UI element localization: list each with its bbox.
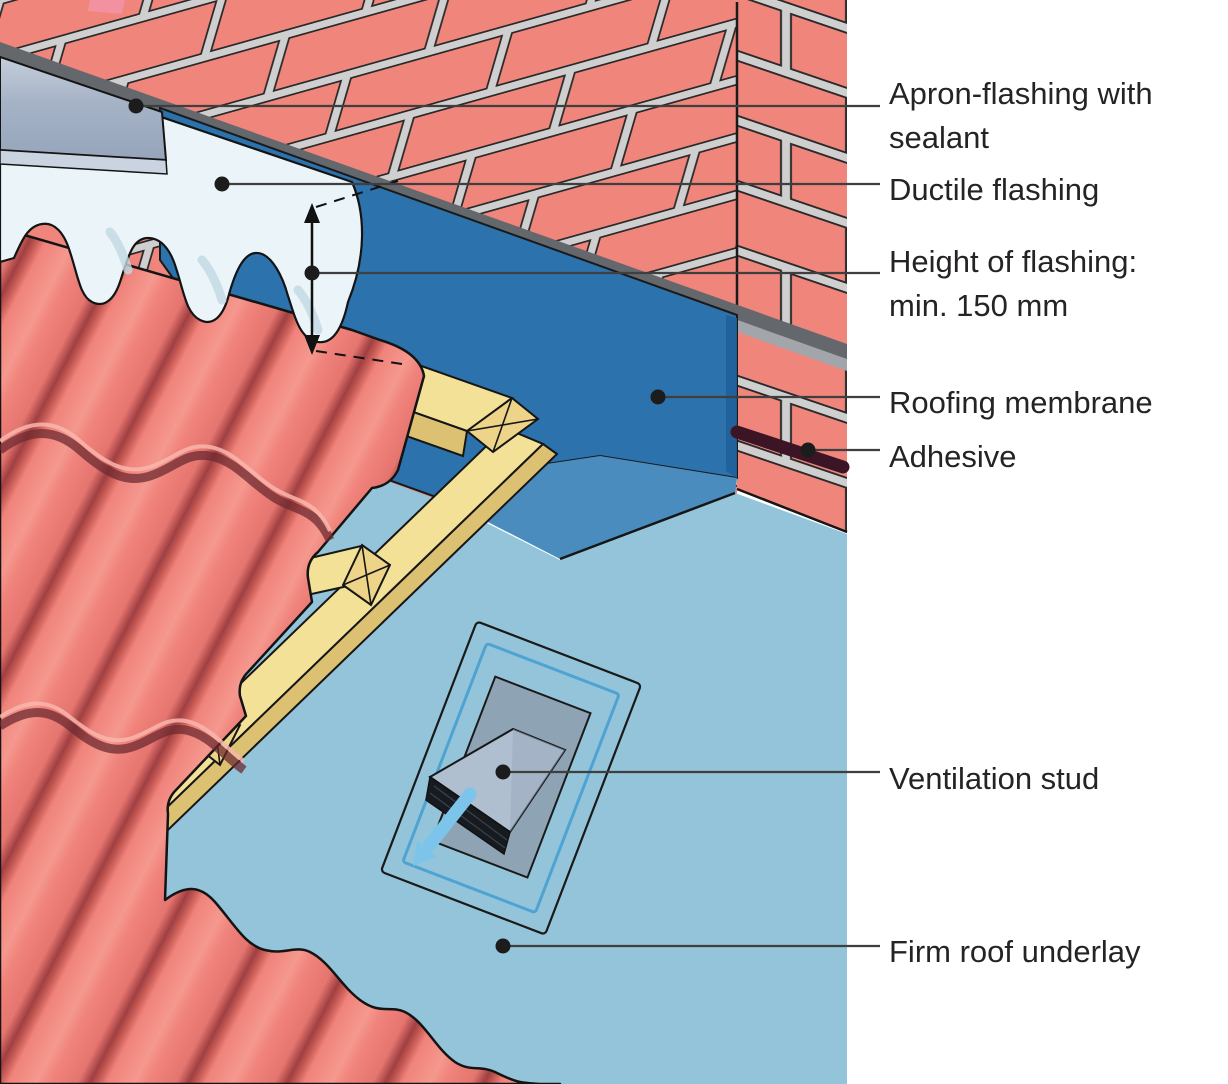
dimension-extension-lower [315, 350, 403, 365]
leader-dot [650, 389, 666, 405]
label-line: Height of flashing: [889, 244, 1138, 279]
label-line: Ductile flashing [889, 172, 1100, 207]
accent-brick [88, 0, 125, 14]
label-line: Ventilation stud [889, 761, 1100, 796]
label-flashing-height: Height of flashing: min. 150 mm [889, 240, 1137, 328]
label-line: Firm roof underlay [889, 934, 1141, 969]
leader-dots [128, 98, 816, 954]
tile-batten-stub-middle [296, 543, 392, 607]
wall-base-line [736, 487, 848, 534]
ventilation-stud-hood [425, 727, 567, 856]
label-line: min. 150 mm [889, 288, 1069, 323]
label-line: Adhesive [889, 439, 1017, 474]
grille-slat [429, 792, 506, 849]
tile-course-shadow [0, 429, 335, 543]
airflow-arrow-icon [413, 787, 477, 866]
cut-mark [361, 544, 372, 606]
airflow-arrow-shaft [422, 787, 477, 853]
label-ventilation-stud: Ventilation stud [889, 757, 1099, 801]
dimension-arrowhead-up [304, 203, 320, 223]
leader-dot [128, 98, 144, 114]
label-roofing-membrane: Roofing membrane [889, 381, 1153, 425]
hood-top-shade [510, 729, 565, 832]
airflow-arrow-head [413, 841, 437, 866]
collar-outer-outline [380, 621, 642, 935]
label-firm-roof-underlay: Firm roof underlay [889, 930, 1141, 974]
flashing-corrugation-shade [293, 285, 323, 335]
flashing-corrugation-shade [105, 227, 133, 275]
tile-course-highlight [0, 422, 332, 532]
label-apron-flashing: Apron-flashing with sealant [889, 72, 1153, 160]
label-ductile-flashing: Ductile flashing [889, 168, 1099, 212]
collar-membrane-outline [402, 642, 620, 914]
tile-course-shadow [0, 708, 247, 774]
tile-course-highlight [0, 701, 246, 763]
dimension-arrowhead-down [304, 335, 320, 355]
leader-dot [495, 938, 511, 954]
leader-dot [214, 176, 230, 192]
leader-dot [495, 764, 511, 780]
dimension-extension-upper [315, 180, 399, 208]
flashing-corrugation-shade [197, 255, 227, 305]
membrane-edge-line [559, 491, 736, 561]
label-line: Apron-flashing with [889, 76, 1153, 111]
apron-flashing-lip [0, 149, 168, 175]
leader-dot [800, 442, 816, 458]
roof-tiles [0, 226, 562, 1084]
label-line: Roofing membrane [889, 385, 1153, 420]
cut-mark [492, 397, 513, 453]
adhesive-bead [730, 425, 850, 474]
leader-lines [136, 104, 880, 948]
brick-wall-return-face [737, 0, 847, 533]
label-adhesive: Adhesive [889, 435, 1017, 479]
leader-dot [304, 265, 320, 281]
label-line: sealant [889, 120, 989, 155]
grille-slat [433, 785, 508, 841]
